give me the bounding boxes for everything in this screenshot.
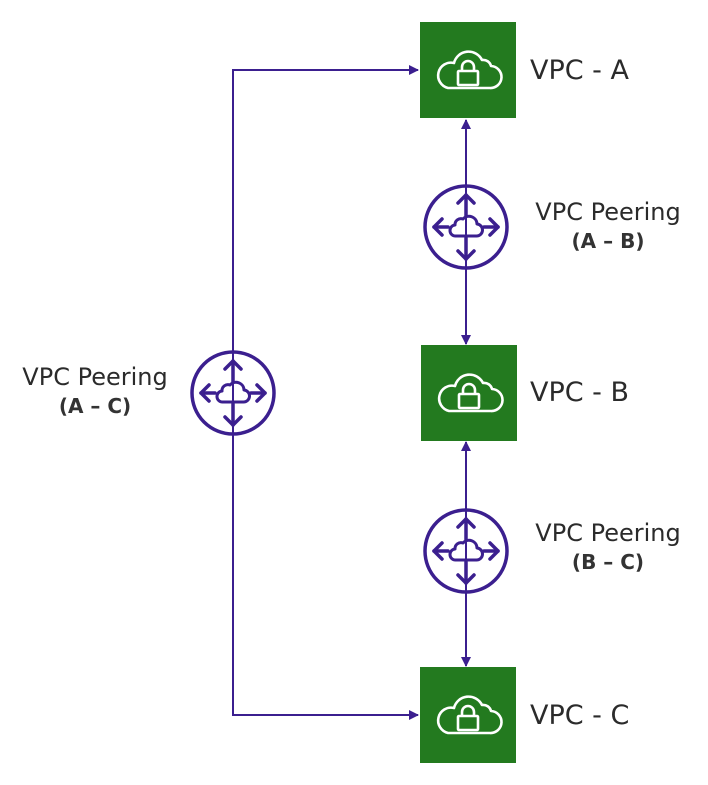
- vpc-label-a: VPC - A: [530, 55, 629, 86]
- connector-ac-bottom: [232, 393, 419, 720]
- peering-node-ab[interactable]: [423, 184, 509, 270]
- peering-label-bc: VPC Peering (B – C): [527, 518, 689, 576]
- peering-label-ab: VPC Peering (A – B): [527, 197, 689, 255]
- vpc-label-c: VPC - C: [530, 700, 630, 731]
- peering-label-ac: VPC Peering (A – C): [14, 362, 176, 420]
- peering-node-bc[interactable]: [423, 508, 509, 594]
- peering-subtitle: (B – C): [571, 550, 645, 574]
- vpc-cloud-lock-icon: [418, 20, 518, 120]
- peering-title: VPC Peering: [535, 198, 681, 226]
- peering-title: VPC Peering: [535, 519, 681, 547]
- connector-ac-top: [232, 65, 419, 393]
- vpc-label-b: VPC - B: [530, 377, 630, 408]
- peering-node-ac[interactable]: [190, 350, 276, 436]
- vpc-cloud-lock-icon: [418, 665, 518, 765]
- vpc-node-c[interactable]: [418, 665, 518, 765]
- vpc-cloud-lock-icon: [419, 343, 519, 443]
- peering-subtitle: (A – C): [58, 394, 132, 418]
- vpc-node-b[interactable]: [419, 343, 519, 443]
- vpc-node-a[interactable]: [418, 20, 518, 120]
- peering-subtitle: (A – B): [571, 229, 645, 253]
- peering-title: VPC Peering: [22, 363, 168, 391]
